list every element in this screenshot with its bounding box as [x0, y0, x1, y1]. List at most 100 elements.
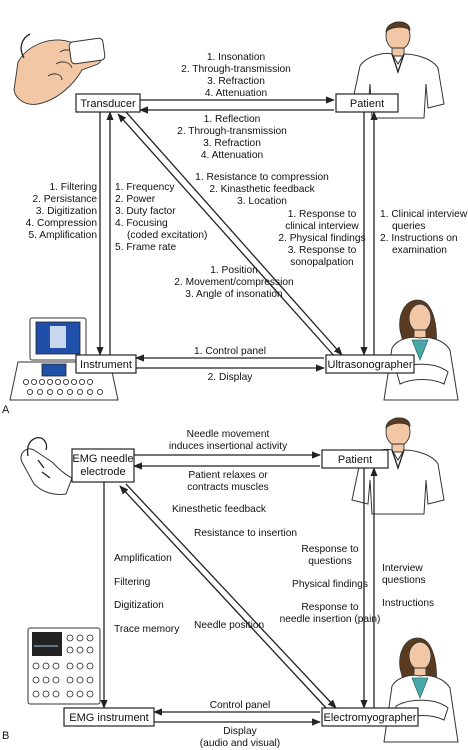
label-needle-to-emg-diagonal: Kinesthetic feedback Resistance to inser…	[172, 504, 297, 539]
svg-text:3. Angle of insonation: 3. Angle of insonation	[185, 289, 282, 300]
electromyographer-box: Electromyographer	[321, 707, 419, 727]
label-instrument-to-transducer: 1. Frequency 2. Power 3. Duty factor 4. …	[115, 182, 207, 253]
emg-instrument-box: EMG instrument	[63, 707, 155, 727]
label-instrument-to-electromyographer: Display (audio and visual)	[200, 726, 280, 749]
svg-text:Needle movement: Needle movement	[187, 429, 270, 440]
svg-text:2. Power: 2. Power	[115, 194, 156, 205]
svg-text:1. Frequency: 1. Frequency	[115, 182, 175, 193]
svg-text:2. Through-transmission: 2. Through-transmission	[177, 126, 287, 137]
ultrasonographer-box-label: Ultrasonographer	[328, 359, 413, 371]
patient-b-box-label: Patient	[338, 454, 372, 466]
ultrasonographer-illustration	[383, 299, 459, 401]
svg-text:(coded excitation): (coded excitation)	[127, 230, 207, 241]
svg-text:Instructions: Instructions	[382, 598, 434, 609]
svg-text:1. Clinical interview: 1. Clinical interview	[380, 209, 468, 220]
label-patient-to-electromyographer: Response to questions Physical findings …	[280, 544, 381, 625]
panel-a-label: A	[2, 404, 10, 416]
label-transducer-to-instrument: 1. Filtering 2. Persistance 3. Digitizat…	[26, 182, 98, 241]
label-electromyographer-to-instrument: Control panel	[210, 700, 271, 711]
svg-text:contracts muscles: contracts muscles	[187, 482, 269, 493]
arrow-sonographer-to-transducer	[117, 113, 337, 359]
svg-text:1. Insonation: 1. Insonation	[207, 52, 265, 63]
svg-text:sonopalpation: sonopalpation	[290, 257, 353, 268]
svg-text:clinical interview: clinical interview	[285, 221, 359, 232]
svg-text:2. Physical findings: 2. Physical findings	[278, 233, 365, 244]
svg-text:questions: questions	[382, 575, 426, 586]
svg-text:Response to: Response to	[301, 544, 359, 555]
svg-text:5. Amplification: 5. Amplification	[28, 230, 97, 241]
patient-illustration	[351, 21, 445, 119]
svg-text:2. Kinasthetic feedback: 2. Kinasthetic feedback	[209, 184, 315, 195]
svg-text:3. Duty factor: 3. Duty factor	[115, 206, 176, 217]
patient-box-a: Patient	[335, 93, 399, 113]
label-sonographer-to-instrument: 1. Control panel	[194, 346, 266, 357]
svg-text:Digitization: Digitization	[114, 600, 164, 611]
svg-text:1. Resistance to compression: 1. Resistance to compression	[195, 172, 329, 183]
svg-text:Physical findings: Physical findings	[292, 579, 368, 590]
label-instrument-to-sonographer: 2. Display	[208, 372, 254, 383]
svg-text:3. Digitization: 3. Digitization	[36, 206, 97, 217]
label-emg-to-needle-diagonal: Needle position	[194, 620, 264, 631]
label-patient-to-sonographer: 1. Response to clinical interview 2. Phy…	[278, 209, 365, 268]
svg-text:Filtering: Filtering	[114, 577, 151, 588]
svg-text:3. Refraction: 3. Refraction	[207, 76, 265, 87]
label-transducer-to-patient: 1. Insonation 2. Through-transmission 3.…	[181, 52, 291, 99]
label-transducer-to-sonographer: 1. Resistance to compression 2. Kinasthe…	[195, 172, 329, 207]
svg-text:Trace memory: Trace memory	[114, 624, 180, 635]
label-needle-to-instrument: Amplification Filtering Digitization Tra…	[114, 553, 180, 635]
patient-box-label: Patient	[350, 98, 384, 110]
svg-text:2. Instructions on: 2. Instructions on	[380, 233, 458, 244]
svg-text:queries: queries	[392, 221, 425, 232]
patient-box-b: Patient	[321, 449, 389, 469]
svg-text:3. Refraction: 3. Refraction	[203, 138, 261, 149]
label-patient-to-needle: Patient relaxes or contracts muscles	[187, 470, 269, 493]
svg-text:Resistance to insertion: Resistance to insertion	[194, 528, 297, 539]
svg-text:1. Filtering: 1. Filtering	[49, 182, 97, 193]
svg-text:4. Attenuation: 4. Attenuation	[201, 150, 263, 161]
svg-text:3. Location: 3. Location	[237, 196, 287, 207]
svg-text:4. Attenuation: 4. Attenuation	[205, 88, 267, 99]
label-sonographer-to-patient: 1. Clinical interview queries 2. Instruc…	[380, 209, 468, 256]
svg-text:induces insertional activity: induces insertional activity	[169, 441, 288, 452]
svg-text:3. Response to: 3. Response to	[288, 245, 357, 256]
svg-text:2. Persistance: 2. Persistance	[32, 194, 97, 205]
svg-text:4. Focusing: 4. Focusing	[115, 218, 168, 229]
panel-a: Transducer Patient Instrument Ultrasonog…	[2, 21, 468, 416]
svg-text:1. Reflection: 1. Reflection	[204, 114, 261, 125]
arrow-transducer-to-sonographer	[125, 111, 343, 356]
arrow-needle-to-electromyographer	[125, 483, 337, 709]
svg-text:Interview: Interview	[382, 563, 423, 574]
hand-transducer-illustration	[13, 33, 106, 105]
emg-needle-box-label-line1: EMG needle	[72, 453, 133, 465]
svg-text:5. Frame rate: 5. Frame rate	[115, 242, 176, 253]
emg-machine-illustration	[27, 627, 101, 705]
transducer-box: Transducer	[75, 93, 141, 113]
emg-needle-box-label-line2: electrode	[80, 466, 125, 478]
label-sonographer-to-transducer: 1. Position 2. Movement/compression 3. A…	[174, 265, 293, 300]
arrow-electromyographer-to-needle	[119, 485, 329, 711]
svg-text:Kinesthetic feedback: Kinesthetic feedback	[172, 504, 267, 515]
instrument-box: Instrument	[75, 354, 137, 374]
svg-text:(audio and visual): (audio and visual)	[200, 738, 280, 749]
svg-text:4. Compression: 4. Compression	[26, 218, 97, 229]
emg-instrument-box-label: EMG instrument	[69, 712, 148, 724]
instrument-box-label: Instrument	[80, 359, 132, 371]
svg-text:questions: questions	[308, 556, 352, 567]
svg-text:2. Through-transmission: 2. Through-transmission	[181, 64, 291, 75]
svg-text:Response to: Response to	[301, 602, 359, 613]
svg-text:1. Response to: 1. Response to	[288, 209, 357, 220]
label-patient-to-transducer: 1. Reflection 2. Through-transmission 3.…	[177, 114, 287, 161]
emg-needle-electrode-box: EMG needle electrode	[71, 448, 135, 483]
label-needle-to-patient: Needle movement induces insertional acti…	[169, 429, 288, 452]
svg-text:1. Position: 1. Position	[210, 265, 258, 276]
transducer-box-label: Transducer	[80, 98, 136, 110]
svg-text:2. Movement/compression: 2. Movement/compression	[174, 277, 293, 288]
svg-text:needle insertion (pain): needle insertion (pain)	[280, 614, 381, 625]
gloved-hand-needle-illustration	[20, 437, 73, 495]
panel-b-label: B	[2, 730, 9, 742]
panel-b: EMG needle electrode Patient EMG instrum…	[2, 417, 459, 749]
label-electromyographer-to-patient: Interview questions Instructions	[382, 563, 434, 609]
electromyographer-box-label: Electromyographer	[324, 712, 417, 724]
svg-text:Display: Display	[223, 726, 257, 737]
